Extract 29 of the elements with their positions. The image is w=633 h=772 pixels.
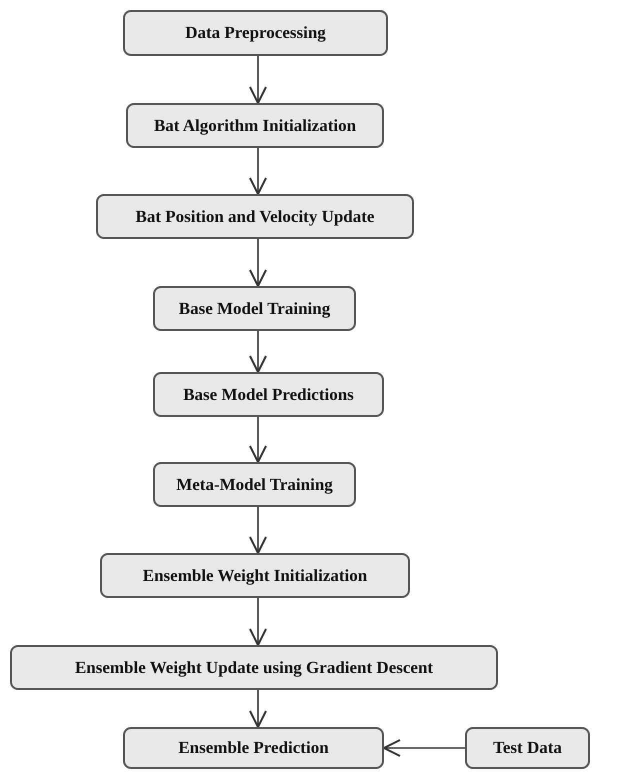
- arrow: [249, 148, 267, 195]
- process-box: [126, 103, 384, 148]
- box-label: Data Preprocessing: [185, 23, 326, 43]
- box-label: Base Model Predictions: [183, 384, 354, 404]
- arrow: [249, 690, 267, 728]
- process-box: [96, 194, 414, 239]
- arrow: [249, 331, 267, 373]
- process-box: [100, 553, 410, 598]
- arrow: [249, 417, 267, 463]
- arrow: [249, 239, 267, 287]
- box-label: Meta-Model Training: [176, 474, 333, 494]
- box-label: Ensemble Weight Initialization: [142, 566, 368, 586]
- arrow: [383, 739, 465, 757]
- arrow: [249, 598, 267, 646]
- process-box: [153, 372, 384, 417]
- process-box: [123, 10, 388, 56]
- box-label: Ensemble Prediction: [178, 738, 329, 758]
- process-box: [153, 286, 356, 331]
- box-label: Test Data: [493, 738, 562, 758]
- process-box: [123, 727, 384, 769]
- arrow: [249, 56, 267, 104]
- process-box: [153, 462, 356, 507]
- process-box: [10, 645, 498, 690]
- box-label: Ensemble Weight Update using Gradient Descent: [74, 658, 434, 678]
- process-box: [465, 727, 590, 769]
- box-label: Bat Algorithm Initialization: [154, 116, 356, 136]
- box-label: Base Model Training: [178, 298, 330, 318]
- box-label: Bat Position and Velocity Update: [136, 206, 374, 226]
- arrow: [249, 507, 267, 554]
